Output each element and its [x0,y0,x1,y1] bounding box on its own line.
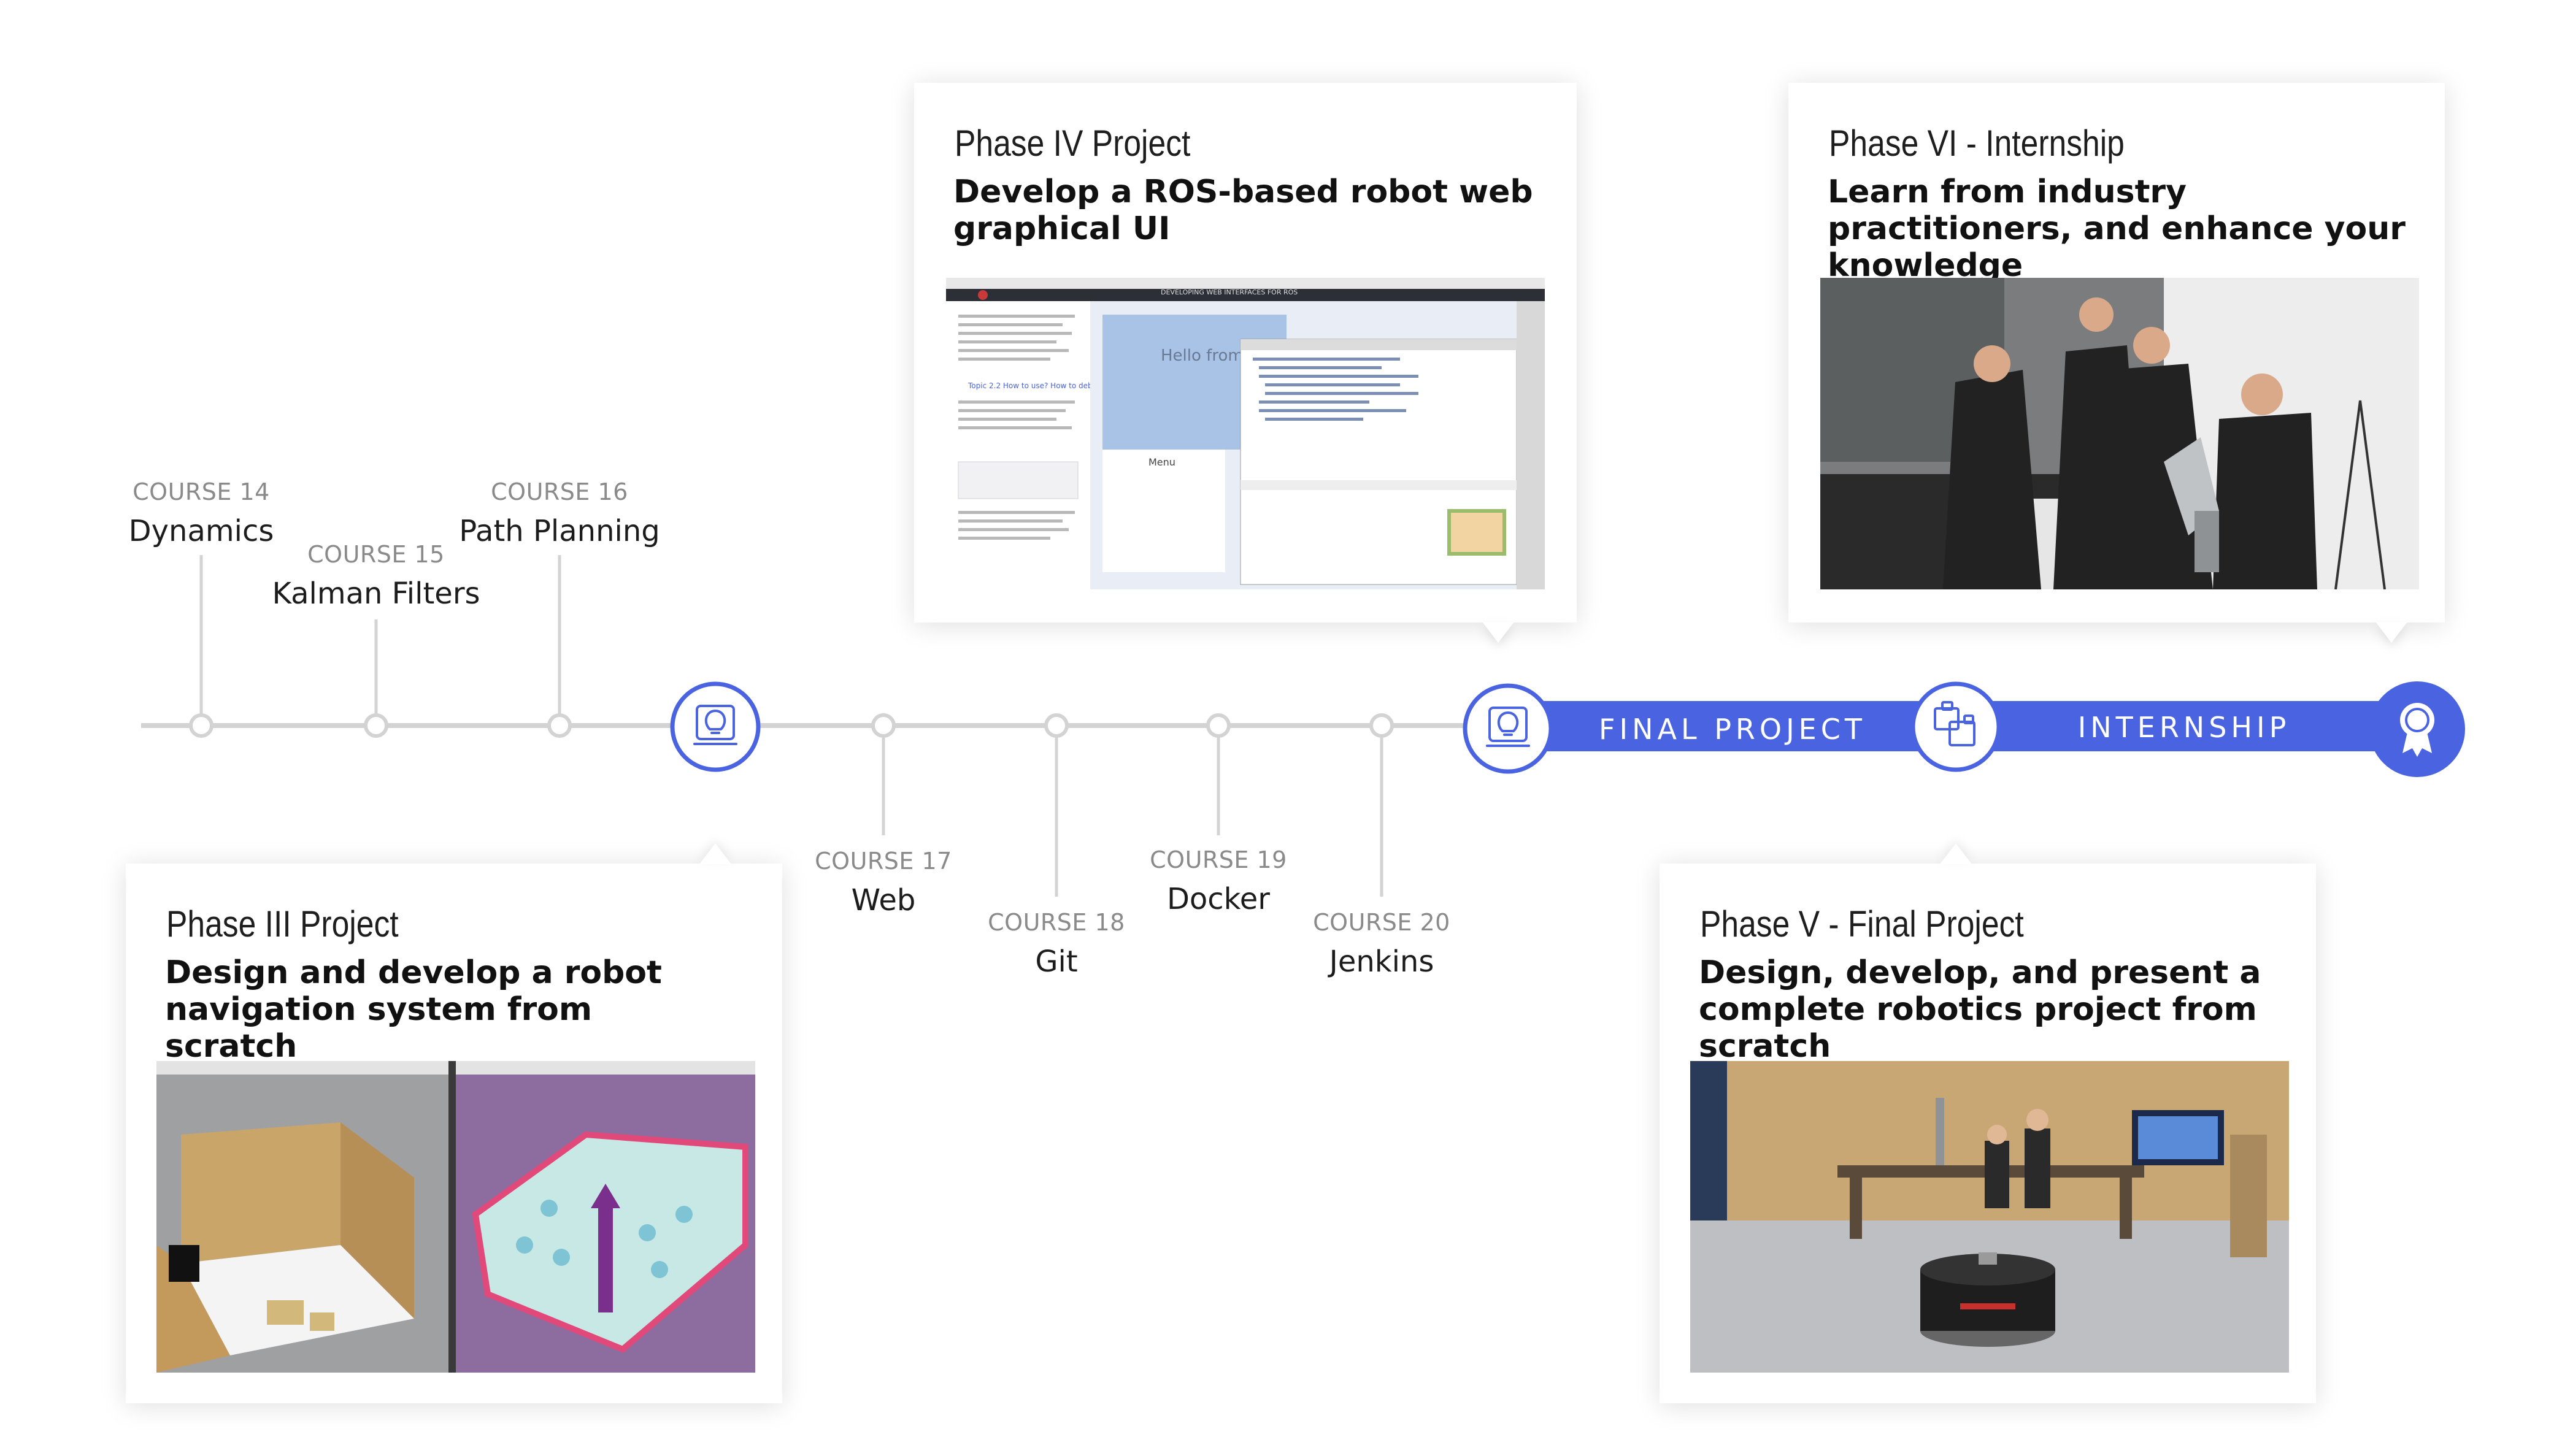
card-phase5-title: Design, develop, and present a complete … [1699,954,2261,1065]
navigation-screenshot [156,1061,755,1373]
course-17-number: COURSE 17 [815,848,952,875]
internship-photo [1820,278,2419,589]
card-phase3-pointer [699,843,731,864]
course-connectors [199,555,1383,897]
course-20-number: COURSE 20 [1313,909,1450,936]
screenshot-menu-text: Menu [1148,456,1175,468]
card-phase6-phase: Phase VI - Internship [1829,123,2125,164]
course-18-name: Git [1035,944,1078,979]
lightbulb-icon [693,705,737,745]
card-phase5: Phase V - Final Project Design, develop,… [1660,864,2316,1403]
course-16-number: COURSE 16 [491,478,628,505]
course-node [1044,713,1069,738]
course-14-number: COURSE 14 [133,478,270,505]
course-node [871,713,896,738]
screenshot-hello-text: Hello from [1161,347,1244,365]
course-node [1206,713,1231,738]
web-ui-screenshot: Topic 2.2 How to use? How to debug? DEVE… [946,278,1545,589]
course-14-name: Dynamics [128,514,274,548]
milestone-phase5 [1910,681,2001,772]
screenshot-header-text: DEVELOPING WEB INTERFACES FOR ROS [1161,288,1298,296]
course-node [1369,713,1394,738]
course-19-name: Docker [1166,882,1271,916]
milestone-phase3 [670,681,761,772]
course-20-name: Jenkins [1329,944,1434,979]
milestone-phase4 [1463,683,1553,774]
card-phase3-title: Design and develop a robot navigation sy… [165,954,662,1065]
card-phase6-pointer [2375,622,2407,643]
internship-label: INTERNSHIP [2077,711,2291,744]
final-project-label: FINAL PROJECT [1599,713,1866,746]
course-17-name: Web [851,883,916,918]
course-15-number: COURSE 15 [307,541,445,568]
course-node [547,713,572,738]
course-18-number: COURSE 18 [988,909,1125,936]
course-19-number: COURSE 19 [1150,846,1287,873]
course-15-name: Kalman Filters [272,577,480,611]
course-16-name: Path Planning [459,514,660,548]
card-phase4-pointer [1482,622,1514,643]
award-ribbon-icon [2400,703,2434,757]
lightbulb-icon [1486,707,1530,747]
final-project-photo [1690,1061,2289,1373]
card-phase4: Phase IV Project Develop a ROS-based rob… [914,83,1577,623]
course-node [364,713,388,738]
puzzle-icon [1934,701,1975,746]
card-phase4-phase: Phase IV Project [955,123,1191,164]
card-phase5-pointer [1940,843,1972,864]
card-phase3: Phase III Project Design and develop a r… [126,864,782,1403]
card-phase3-phase: Phase III Project [166,903,399,944]
card-phase4-title: Develop a ROS-based robot web graphical … [953,174,1533,247]
card-phase6-title: Learn from industry practitioners, and e… [1828,174,2406,284]
card-phase6: Phase VI - Internship Learn from industr… [1788,83,2445,623]
card-phase5-phase: Phase V - Final Project [1700,903,2024,944]
screenshot-topic-text: Topic 2.2 How to use? How to debug? [967,381,1106,390]
course-node [189,713,214,738]
